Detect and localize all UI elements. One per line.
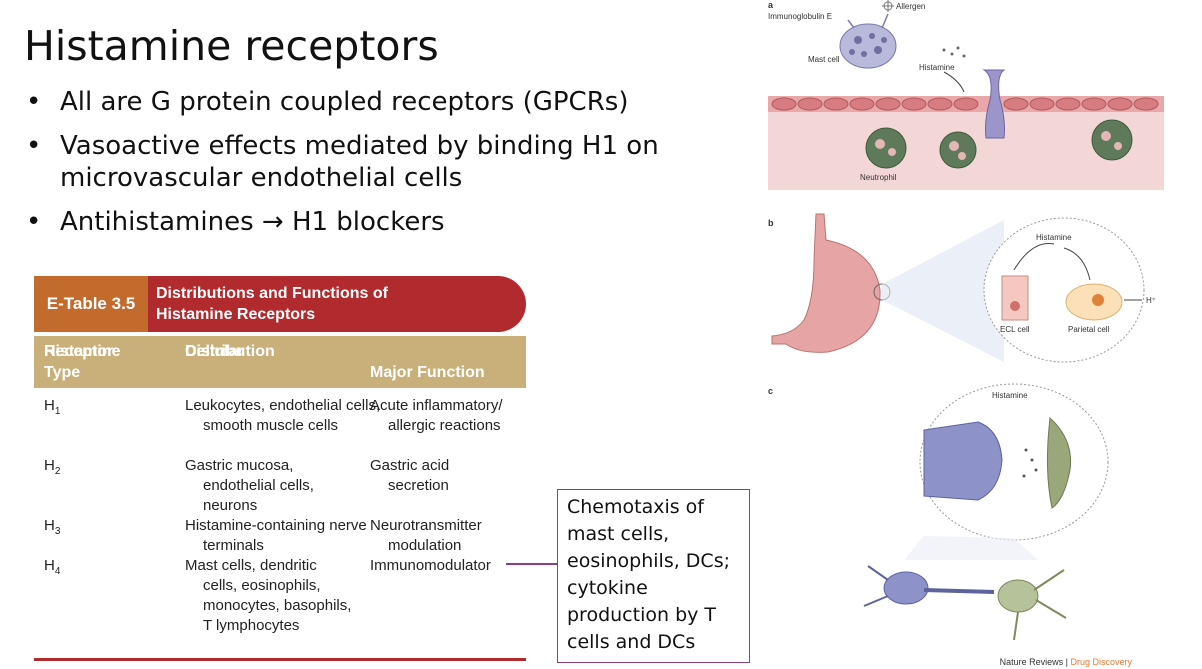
histamine-illustration: a Immunoglobulin E Allergen Mast cell Hi… [768,0,1164,641]
panel-b-label: b [768,218,774,228]
receptor-cell: H2 [44,456,60,482]
receptor-letter: H [44,517,55,534]
bullet-list: All are G protein coupled receptors (GPC… [26,86,686,250]
receptor-letter: H [44,457,55,474]
column-header-distribution-line-1: Cellular [185,343,244,360]
column-header-receptor-line-1: Histamine [44,343,121,360]
table-column-headers: Histamine Receptor Type Cellular Distrib… [34,336,526,388]
table-title: Distributions and Functions of Histamine… [148,276,526,332]
function-cell: Acute inflammatory/ allergic reactions [370,397,503,434]
postsynaptic-cell-icon [1046,416,1072,509]
table-bottom-rule [34,658,526,661]
presynaptic-terminal-icon [923,421,1003,501]
neuron-icons [863,565,1067,641]
table-tag: E-Table 3.5 [34,276,148,332]
column-header-distribution-line-2: Distribution [185,343,275,360]
receptor-subscript: 3 [54,526,61,537]
column-header-function: Major Function [370,364,485,381]
receptor-subscript: 4 [54,566,61,577]
h4-callout-box: Chemotaxis of mast cells, eosinophils, D… [557,489,750,663]
histamine-label-a: Histamine [919,63,955,72]
distribution-cell: Mast cells, dendritic cells, eosinophils… [185,557,352,634]
zoom-cone-b [882,220,1004,362]
ecl-cell-label: ECL cell [1000,325,1030,334]
credit-source: Nature Reviews [999,657,1064,667]
bullet-item: Antihistamines → H1 blockers [26,206,686,238]
receptor-letter: H [44,397,55,414]
histamine-dots-a [942,46,966,58]
slide-title: Histamine receptors [24,22,439,70]
parietal-cell-label: Parietal cell [1068,325,1110,334]
zoom-circle-b [983,217,1145,363]
stomach-icon [771,213,881,353]
ecl-cell-icon [1001,275,1029,321]
receptor-subscript: 2 [54,466,61,477]
allergen-label: Allergen [896,2,925,11]
receptor-cell: H3 [44,516,60,542]
histamine-receptor-table: E-Table 3.5 Distributions and Functions … [34,276,526,662]
table-title-line-2: Histamine Receptors [156,306,316,323]
receptor-subscript: 1 [54,406,61,417]
receptor-letter: H [44,557,55,574]
distribution-cell: Histamine-containing nerve terminals [185,517,367,554]
ige-label: Immunoglobulin E [768,12,832,21]
table-header-banner: E-Table 3.5 Distributions and Functions … [34,276,526,332]
receptor-cell: H4 [44,556,60,582]
callout-connector-line [506,563,557,565]
figure-credit: Nature Reviews | Drug Discovery [1000,657,1132,667]
bullet-item: All are G protein coupled receptors (GPC… [26,86,686,118]
endothelium-row [768,96,1164,112]
allergen-icon [882,0,894,12]
binding-arrow-b [1063,247,1091,281]
neutrophil-label: Neutrophil [860,173,897,182]
histamine-label-c: Histamine [992,391,1028,400]
panel-a-label: a [768,0,774,10]
credit-separator: | [1063,657,1071,667]
mast-cell-icon [839,13,897,69]
h-plus-label: H⁺ [1146,296,1156,305]
zoom-cone-c [904,536,1038,560]
table-title-line-1: Distributions and Functions of [156,285,388,302]
receptor-cell: H1 [44,396,60,422]
histamine-label-b: Histamine [1036,233,1072,242]
bullet-item: Vasoactive effects mediated by binding H… [26,130,660,194]
credit-journal: Drug Discovery [1070,657,1132,667]
mast-cell-label: Mast cell [808,55,840,64]
h1-receptor-shape [982,69,1006,139]
column-header-receptor-line-2: Receptor Type [44,343,114,381]
panel-c-label: c [768,386,773,396]
function-cell: Neurotransmitter modulation [370,517,482,554]
distribution-cell: Leukocytes, endothelial cells, smooth mu… [185,397,381,434]
histamine-figure: a Immunoglobulin E Allergen Mast cell Hi… [764,0,1168,669]
neutrophil-icons [865,119,1133,169]
function-cell: Gastric acid secretion [370,457,450,494]
distribution-cell: Gastric mucosa, endothelial cells, neuro… [185,457,314,514]
zoom-circle-c [919,383,1109,541]
secretion-arrow-b [1013,243,1055,271]
histamine-dots-c [1022,448,1038,478]
function-cell: Immunomodulator [370,557,491,574]
histamine-arrow-a [943,71,965,93]
